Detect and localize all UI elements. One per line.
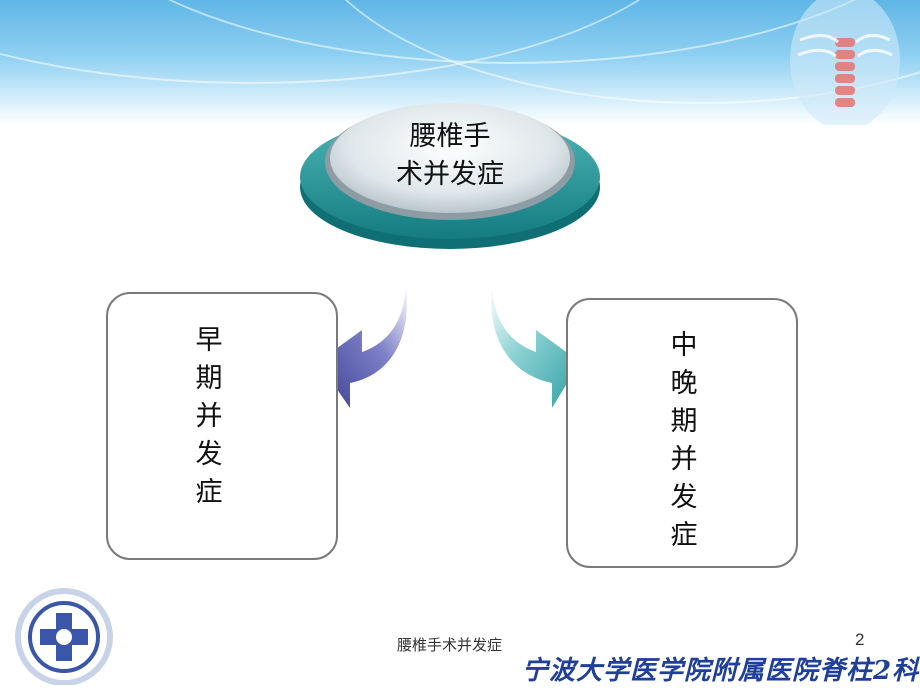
center-label-line1: 腰椎手 [409,121,491,152]
late-complications-box [566,298,798,568]
arrow-to-early [318,285,407,408]
late-complications-label: 中 晚 期 并 发 症 [670,330,698,551]
early-complications-label: 早 期 并 发 症 [195,325,223,508]
hospital-logo [15,588,113,685]
center-disc [300,103,600,249]
page-number: 2 [855,630,865,649]
arrow-to-late [491,285,580,408]
department-name: 宁波大学医学院附属医院脊柱2科 [522,656,920,686]
center-label-line2: 术并发症 [396,159,504,190]
early-complications-box [106,292,338,560]
branch-arrows [318,285,580,408]
spine-image [790,0,900,125]
footer-title: 腰椎手术并发症 [397,636,503,654]
center-label: 腰椎手 术并发症 [350,118,550,194]
